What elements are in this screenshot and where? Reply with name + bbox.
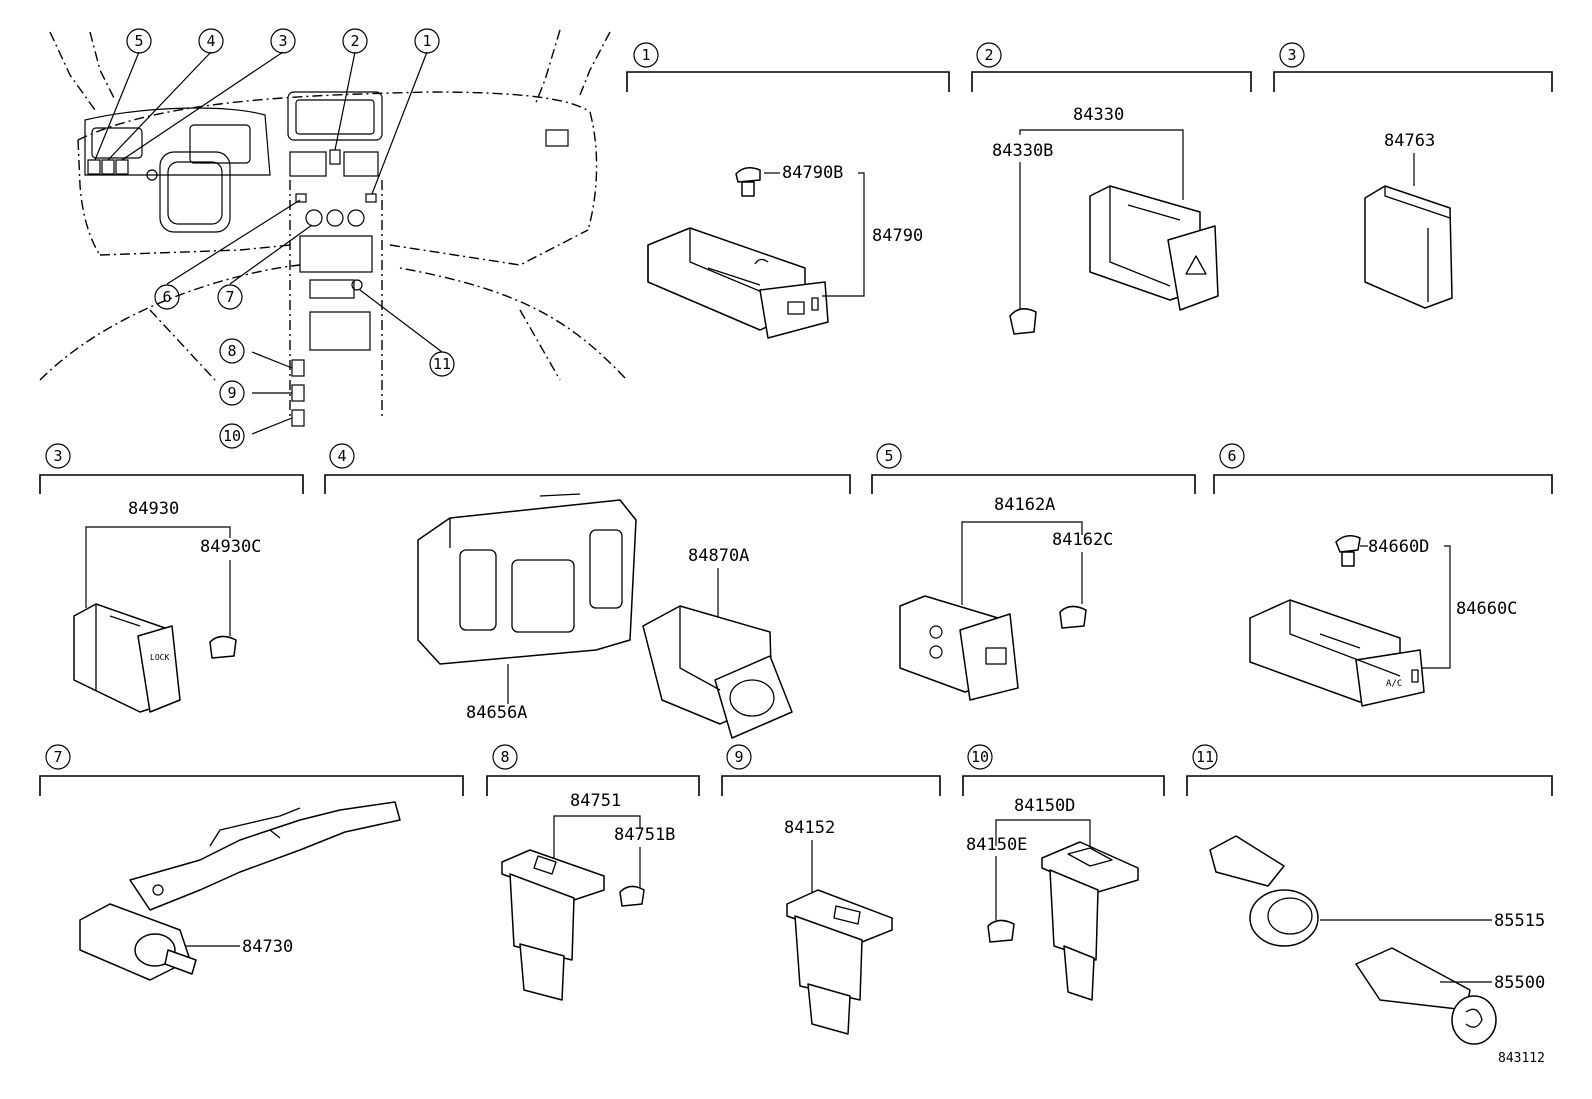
section-9: 9 84152 xyxy=(721,744,941,1035)
svg-text:10: 10 xyxy=(971,748,989,766)
svg-text:2: 2 xyxy=(984,46,993,64)
part-84870A: 84870A xyxy=(688,546,749,566)
section-4: 4 84656A 84870A xyxy=(324,443,851,739)
section-6: 6 84660D 84660C A/C xyxy=(1213,443,1553,707)
part-84150E: 84150E xyxy=(966,835,1027,855)
callout-leaders xyxy=(94,51,443,435)
section-10: 10 84150D 84150E xyxy=(962,744,1165,1001)
svg-text:3: 3 xyxy=(278,32,287,50)
svg-text:4: 4 xyxy=(206,32,215,50)
part-84660C: 84660C xyxy=(1456,599,1517,619)
svg-text:1: 1 xyxy=(641,46,650,64)
svg-text:6: 6 xyxy=(162,288,171,306)
svg-text:9: 9 xyxy=(227,384,236,402)
callout-9: 9 xyxy=(219,380,245,406)
callout-1: 1 xyxy=(414,28,440,54)
part-84162C: 84162C xyxy=(1052,530,1113,550)
section-3a: 3 84763 xyxy=(1273,42,1553,309)
callout-3: 3 xyxy=(270,28,296,54)
part-84930: 84930 xyxy=(128,499,179,519)
svg-text:5: 5 xyxy=(884,447,893,465)
svg-text:8: 8 xyxy=(500,748,509,766)
callout-6: 6 xyxy=(154,284,180,310)
svg-text:1: 1 xyxy=(422,32,431,50)
part-84330B: 84330B xyxy=(992,141,1053,161)
section-1: 1 84790B 84790 xyxy=(626,42,950,339)
part-84330: 84330 xyxy=(1073,105,1124,125)
svg-text:6: 6 xyxy=(1227,447,1236,465)
svg-text:5: 5 xyxy=(134,32,143,50)
overview-callouts: 5 4 3 2 1 6 7 11 8 9 10 xyxy=(126,28,455,449)
callout-2: 2 xyxy=(342,28,368,54)
part-84150D: 84150D xyxy=(1014,796,1075,816)
section-11: 11 85515 85500 xyxy=(1186,744,1553,1045)
part-84751B: 84751B xyxy=(614,825,675,845)
part-84162A: 84162A xyxy=(994,495,1055,515)
callout-8: 8 xyxy=(219,338,245,364)
part-84152: 84152 xyxy=(784,818,835,838)
callout-5: 5 xyxy=(126,28,152,54)
part-84763: 84763 xyxy=(1384,131,1435,151)
part-84656A: 84656A xyxy=(466,703,527,723)
part-84790: 84790 xyxy=(872,226,923,246)
section-8: 8 84751 84751B xyxy=(486,744,700,1001)
part-85500: 85500 xyxy=(1494,973,1545,993)
part-85515: 85515 xyxy=(1494,911,1545,931)
dashboard-overview xyxy=(39,29,626,427)
svg-text:8: 8 xyxy=(227,342,236,360)
section-2: 2 84330 84330B xyxy=(971,42,1252,335)
svg-text:9: 9 xyxy=(734,748,743,766)
ac-label: A/C xyxy=(1386,679,1402,689)
svg-text:4: 4 xyxy=(337,447,346,465)
section-7: 7 84730 xyxy=(39,744,464,981)
callout-7: 7 xyxy=(217,284,243,310)
drawing-number: 843112 xyxy=(1498,1051,1545,1066)
section-3b: 3 84930 84930C LOCK xyxy=(39,443,304,713)
svg-text:11: 11 xyxy=(1196,748,1214,766)
svg-text:3: 3 xyxy=(1287,46,1296,64)
svg-text:11: 11 xyxy=(433,355,451,373)
callout-4: 4 xyxy=(198,28,224,54)
section-5: 5 84162A 84162C xyxy=(871,443,1196,701)
part-84751: 84751 xyxy=(570,791,621,811)
part-84790B: 84790B xyxy=(782,163,843,183)
svg-text:7: 7 xyxy=(53,748,62,766)
lock-label: LOCK xyxy=(150,653,169,662)
part-84730: 84730 xyxy=(242,937,293,957)
callout-11: 11 xyxy=(429,351,455,377)
svg-text:2: 2 xyxy=(350,32,359,50)
svg-text:10: 10 xyxy=(223,427,241,445)
svg-text:7: 7 xyxy=(225,288,234,306)
callout-10: 10 xyxy=(219,423,245,449)
part-84930C: 84930C xyxy=(200,537,261,557)
part-84660D: 84660D xyxy=(1368,537,1429,557)
svg-text:3: 3 xyxy=(53,447,62,465)
